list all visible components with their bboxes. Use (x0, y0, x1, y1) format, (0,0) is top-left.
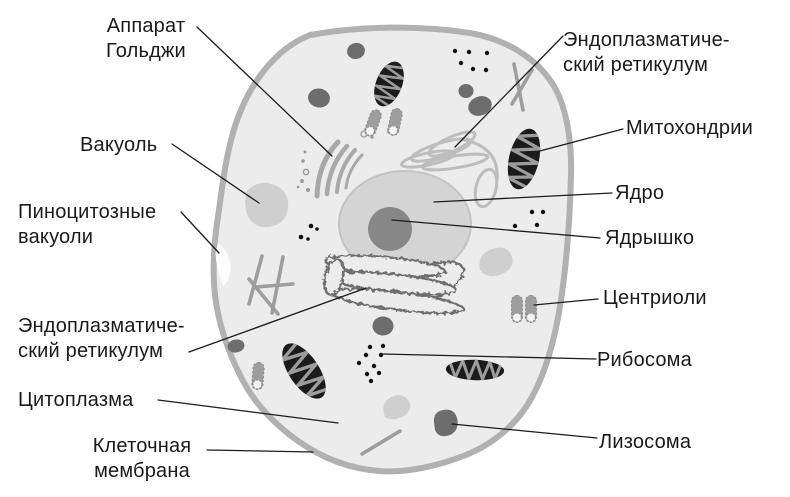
microtubules (247, 62, 534, 456)
leader-membrane (206, 449, 314, 453)
label-ribosome: Рибосома (597, 349, 692, 371)
smooth-endoplasmic-reticulum (400, 130, 499, 209)
label-lysosome: Лизосома (599, 431, 692, 453)
golgi-apparatus (314, 139, 364, 199)
rough-endoplasmic-reticulum (323, 254, 465, 315)
leader-vacuole (171, 143, 260, 204)
label-cytoplasm: Цитоплазма (18, 389, 134, 411)
label-nucleolus: Ядрышко (605, 227, 695, 249)
label-vacuole: Вакуоль (80, 134, 158, 156)
leader-golgi (196, 26, 333, 157)
label-endoplasmic-reticulum-left: Эндоплазматиче- ский ретикулум (18, 315, 185, 362)
label-pinocytotic-vacuoles: Пиноцитозные вакуоли (18, 201, 157, 248)
leader-pinocytotic (180, 211, 220, 254)
leader-lysosome (451, 423, 598, 439)
label-golgi-apparatus: Аппарат Гольджи (106, 15, 186, 62)
light-organelles (245, 182, 513, 420)
leader-nucleolus (391, 219, 601, 239)
label-endoplasmic-reticulum-right: Эндоплазматиче- ский ретикулум (563, 29, 730, 76)
leader-er-left (188, 287, 367, 353)
lysosome-shape (433, 409, 458, 437)
golgi-vesicles (296, 127, 394, 192)
leader-er-right (454, 35, 564, 148)
leader-cytoplasm (157, 399, 339, 424)
pinocytotic-vacuole-notch (215, 243, 231, 286)
ribosome-dots (298, 48, 546, 384)
leader-nucleus (433, 192, 613, 203)
vacuole-shape (245, 182, 289, 228)
label-mitochondria: Митохондрии (626, 117, 753, 139)
leader-lines (157, 26, 624, 453)
leader-mitochondria (535, 128, 624, 153)
leader-centrioles (533, 298, 599, 306)
dark-organelles (227, 42, 492, 353)
leader-ribosome (381, 353, 597, 360)
label-nucleus: Ядро (615, 182, 665, 204)
label-centrioles: Центриоли (603, 287, 707, 309)
centriole-single-bottom-left (250, 361, 266, 391)
nucleolus-shape (368, 207, 412, 251)
label-cell-membrane: Клеточная мембрана (92, 435, 192, 482)
